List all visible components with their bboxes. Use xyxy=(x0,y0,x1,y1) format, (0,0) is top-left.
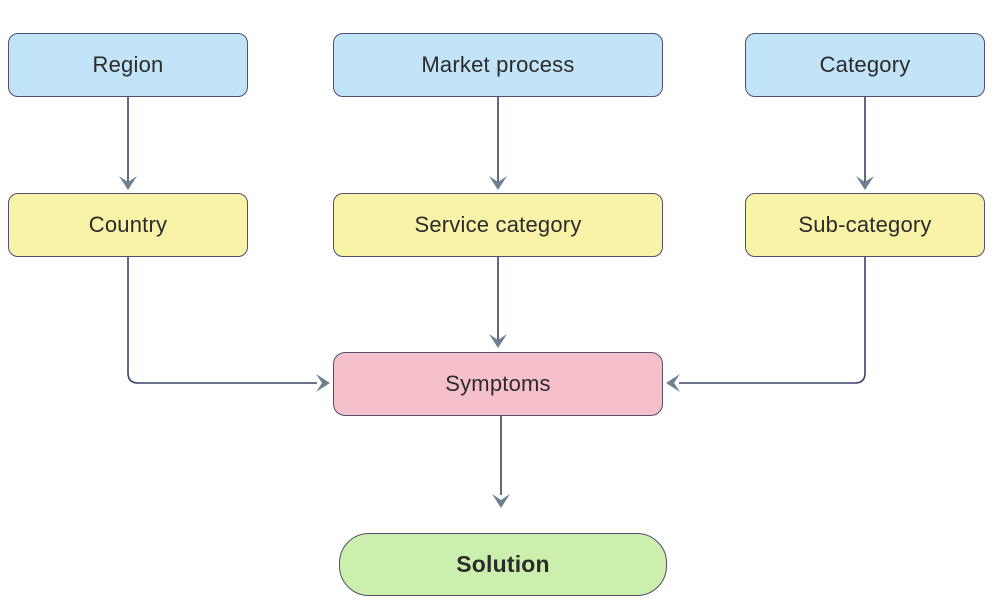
node-country: Country xyxy=(8,193,248,257)
node-category-label: Category xyxy=(819,52,911,77)
node-symptoms: Symptoms xyxy=(333,352,663,416)
edge-market-process-service-category xyxy=(489,97,507,190)
node-service-category: Service category xyxy=(333,193,663,257)
arrowhead-left-icon xyxy=(666,374,680,392)
arrowhead-down-icon xyxy=(119,176,137,190)
edge-symptoms-solution xyxy=(492,416,510,508)
edge-region-country xyxy=(119,97,137,190)
node-market-process: Market process xyxy=(333,33,663,97)
edge-country-symptoms xyxy=(127,257,330,392)
node-market-process-label: Market process xyxy=(421,52,575,77)
edge-service-category-symptoms xyxy=(489,257,507,348)
node-symptoms-label: Symptoms xyxy=(445,371,551,396)
arrowhead-down-icon xyxy=(489,176,507,190)
arrowhead-down-icon xyxy=(489,334,507,348)
node-solution: Solution xyxy=(339,533,667,596)
edge-category-sub-category xyxy=(856,97,874,190)
arrowhead-down-icon xyxy=(492,494,510,508)
node-region: Region xyxy=(8,33,248,97)
node-solution-label: Solution xyxy=(456,551,550,577)
edge-sub-category-symptoms xyxy=(666,257,866,392)
node-category: Category xyxy=(745,33,985,97)
node-sub-category: Sub-category xyxy=(745,193,985,257)
node-sub-category-label: Sub-category xyxy=(798,212,932,237)
node-region-label: Region xyxy=(92,52,164,77)
node-country-label: Country xyxy=(88,212,168,237)
node-service-category-label: Service category xyxy=(414,212,582,237)
arrowhead-right-icon xyxy=(316,374,330,392)
arrowhead-down-icon xyxy=(856,176,874,190)
